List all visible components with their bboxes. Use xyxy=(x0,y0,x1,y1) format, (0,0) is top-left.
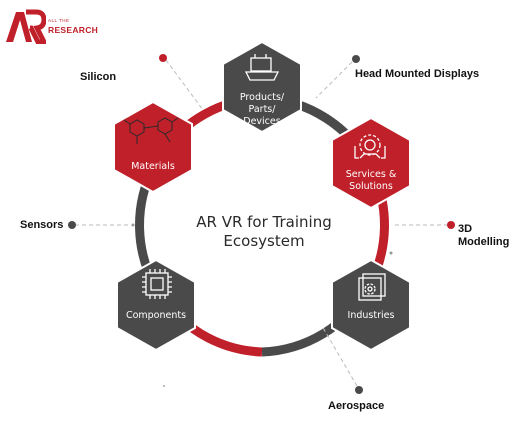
dot-aerospace xyxy=(355,386,363,394)
logo-tagline-small: ALL THE xyxy=(48,18,70,23)
hexagon-label-materials: Materials xyxy=(131,161,175,172)
hexagon-materials xyxy=(113,100,193,194)
services-gear-icon xyxy=(354,134,386,159)
dot-sensors xyxy=(68,221,76,229)
molecule-icon xyxy=(123,117,179,144)
connector-silicon xyxy=(165,59,204,111)
logo-tagline-big: RESEARCH xyxy=(48,25,99,35)
product-box-icon xyxy=(244,54,280,81)
label-hmd: Head Mounted Displays xyxy=(355,68,480,80)
tick-dot xyxy=(389,251,393,255)
hexagon-label-products: Products/ Parts/ Devices xyxy=(239,92,285,127)
tick-dot xyxy=(131,223,135,227)
dot-hmd xyxy=(352,55,360,63)
label-sensors: Sensors xyxy=(20,219,64,231)
tick-dot xyxy=(163,385,165,387)
hexagon-components xyxy=(116,258,196,352)
hexagon-services xyxy=(331,116,411,210)
dot-silicon xyxy=(159,54,167,62)
dot-modelling xyxy=(447,221,455,229)
label-silicon: Silicon xyxy=(80,71,117,83)
label-aerospace: Aerospace xyxy=(328,400,385,412)
label-modelling: 3D Modelling xyxy=(458,223,510,248)
chip-icon xyxy=(142,269,172,299)
hexagon-label-components: Components xyxy=(125,310,187,321)
diagram-title: AR VR for Training Ecosystem xyxy=(196,213,332,250)
logo-mark-icon xyxy=(6,9,46,44)
hexagon-products xyxy=(222,40,302,134)
connector-hmd xyxy=(315,61,353,99)
hexagon-industries xyxy=(331,258,411,352)
connectors xyxy=(75,59,448,387)
hexagon-label-industries: Industries xyxy=(347,310,395,321)
connector-aerospace xyxy=(321,325,358,387)
industries-gear-icon xyxy=(358,273,386,301)
brand-logo: ALL THE RESEARCH xyxy=(4,8,114,48)
hexagon-label-services: Services & Solutions xyxy=(345,169,397,192)
